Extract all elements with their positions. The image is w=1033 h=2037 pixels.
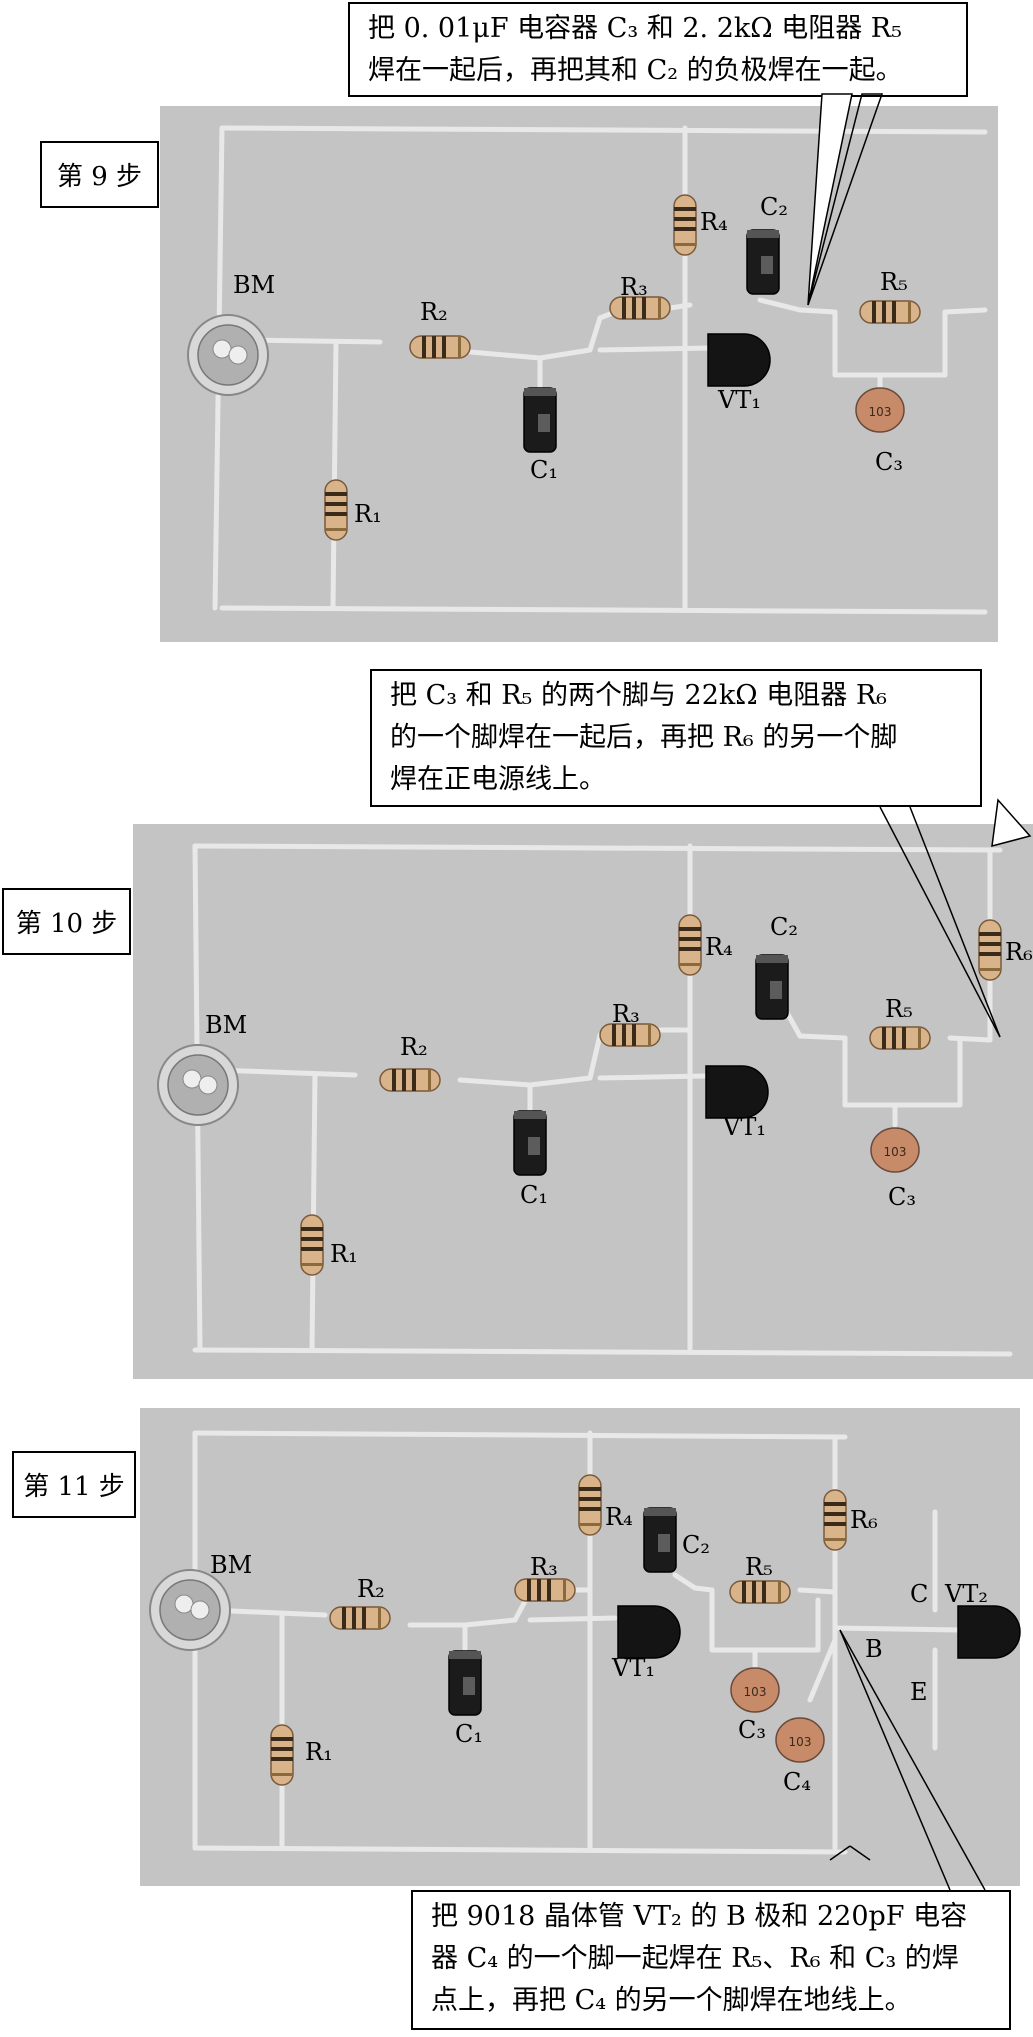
step9-callout: 把 0. 01μF 电容器 C₃ 和 2. 2kΩ 电阻器 R₅ 焊在一起后，再… bbox=[348, 2, 968, 97]
step9-circuit bbox=[212, 125, 988, 615]
step11-callout-line: 点上，再把 C₄ 的另一个脚焊在地线上。 bbox=[431, 1985, 912, 2016]
step10-label-R6: R₆ bbox=[1005, 938, 1033, 966]
step10-label-R2: R₂ bbox=[400, 1033, 428, 1061]
step9-label-C3: C₃ bbox=[875, 448, 903, 476]
step10-label-C2: C₂ bbox=[770, 913, 798, 941]
step11-callout: 把 9018 晶体管 VT₂ 的 B 极和 220pF 电容 器 C₄ 的一个脚… bbox=[411, 1890, 1011, 2030]
step10-label-VT1: VT₁ bbox=[722, 1113, 766, 1141]
step9-label-C1: C₁ bbox=[530, 456, 558, 484]
step10-callout-line: 焊在正电源线上。 bbox=[390, 764, 606, 795]
step11-label-R2: R₂ bbox=[357, 1575, 385, 1603]
step10-label-R1: R₁ bbox=[330, 1240, 358, 1268]
step10-callout-line: 的一个脚焊在一起后，再把 R₆ 的另一个脚 bbox=[390, 722, 898, 753]
step11-label-R3: R₃ bbox=[530, 1553, 558, 1581]
step11-label-C4: C₄ bbox=[783, 1768, 811, 1796]
step10-callout-line: 把 C₃ 和 R₅ 的两个脚与 22kΩ 电阻器 R₆ bbox=[390, 680, 887, 711]
step9-label-R1: R₁ bbox=[354, 500, 382, 528]
step9-callout-line: 把 0. 01μF 电容器 C₃ 和 2. 2kΩ 电阻器 R₅ bbox=[368, 13, 902, 44]
step11-label-R1: R₁ bbox=[305, 1738, 333, 1766]
step11-label-E: E bbox=[910, 1678, 928, 1706]
step11-label-R6: R₆ bbox=[850, 1506, 878, 1534]
step9-label-R2: R₂ bbox=[420, 298, 448, 326]
step10-label-R3: R₃ bbox=[612, 1000, 640, 1028]
step11-label-C2: C₂ bbox=[682, 1531, 710, 1559]
step11-callout-line: 把 9018 晶体管 VT₂ 的 B 极和 220pF 电容 bbox=[431, 1901, 968, 1932]
step11-label-C: C bbox=[910, 1580, 928, 1608]
step10-label-C1: C₁ bbox=[520, 1181, 548, 1209]
step9-label-R4: R₄ bbox=[700, 208, 728, 236]
step11-circuit bbox=[192, 1430, 963, 1855]
step11-label-C3: C₃ bbox=[738, 1716, 766, 1744]
step10-label-R5: R₅ bbox=[885, 995, 913, 1023]
step10-label-BM: BM bbox=[205, 1011, 247, 1039]
step11-label-BM: BM bbox=[210, 1551, 252, 1579]
step9-label-VT1: VT₁ bbox=[717, 386, 761, 414]
step9-callout-line: 焊在一起后，再把其和 C₂ 的负极焊在一起。 bbox=[368, 55, 903, 86]
step9-label-BM: BM bbox=[233, 271, 275, 299]
step10-label-R4: R₄ bbox=[705, 933, 733, 961]
step11-label-R5: R₅ bbox=[745, 1553, 773, 1581]
step11-label-C1: C₁ bbox=[455, 1720, 483, 1748]
step10-callout: 把 C₃ 和 R₅ 的两个脚与 22kΩ 电阻器 R₆ 的一个脚焊在一起后，再把… bbox=[370, 669, 982, 807]
step10-photo bbox=[133, 824, 1033, 1379]
step9-label-R3: R₃ bbox=[620, 273, 648, 301]
step11-label-VT2: VT₂ bbox=[944, 1580, 988, 1608]
step11-label: 第 11 步 bbox=[12, 1451, 136, 1518]
step9-label-R5: R₅ bbox=[880, 268, 908, 296]
step10-circuit bbox=[192, 843, 1013, 1357]
step10-label: 第 10 步 bbox=[2, 888, 131, 955]
step9-label-C2: C₂ bbox=[760, 193, 788, 221]
step11-callout-line: 器 C₄ 的一个脚一起焊在 R₅、R₆ 和 C₃ 的焊 bbox=[431, 1943, 959, 1974]
step11-label-VT1: VT₁ bbox=[611, 1654, 655, 1682]
step9-label: 第 9 步 bbox=[40, 141, 159, 208]
step11-label-R4: R₄ bbox=[605, 1503, 633, 1531]
step10-label-C3: C₃ bbox=[888, 1183, 916, 1211]
step11-label-B: B bbox=[865, 1635, 883, 1663]
